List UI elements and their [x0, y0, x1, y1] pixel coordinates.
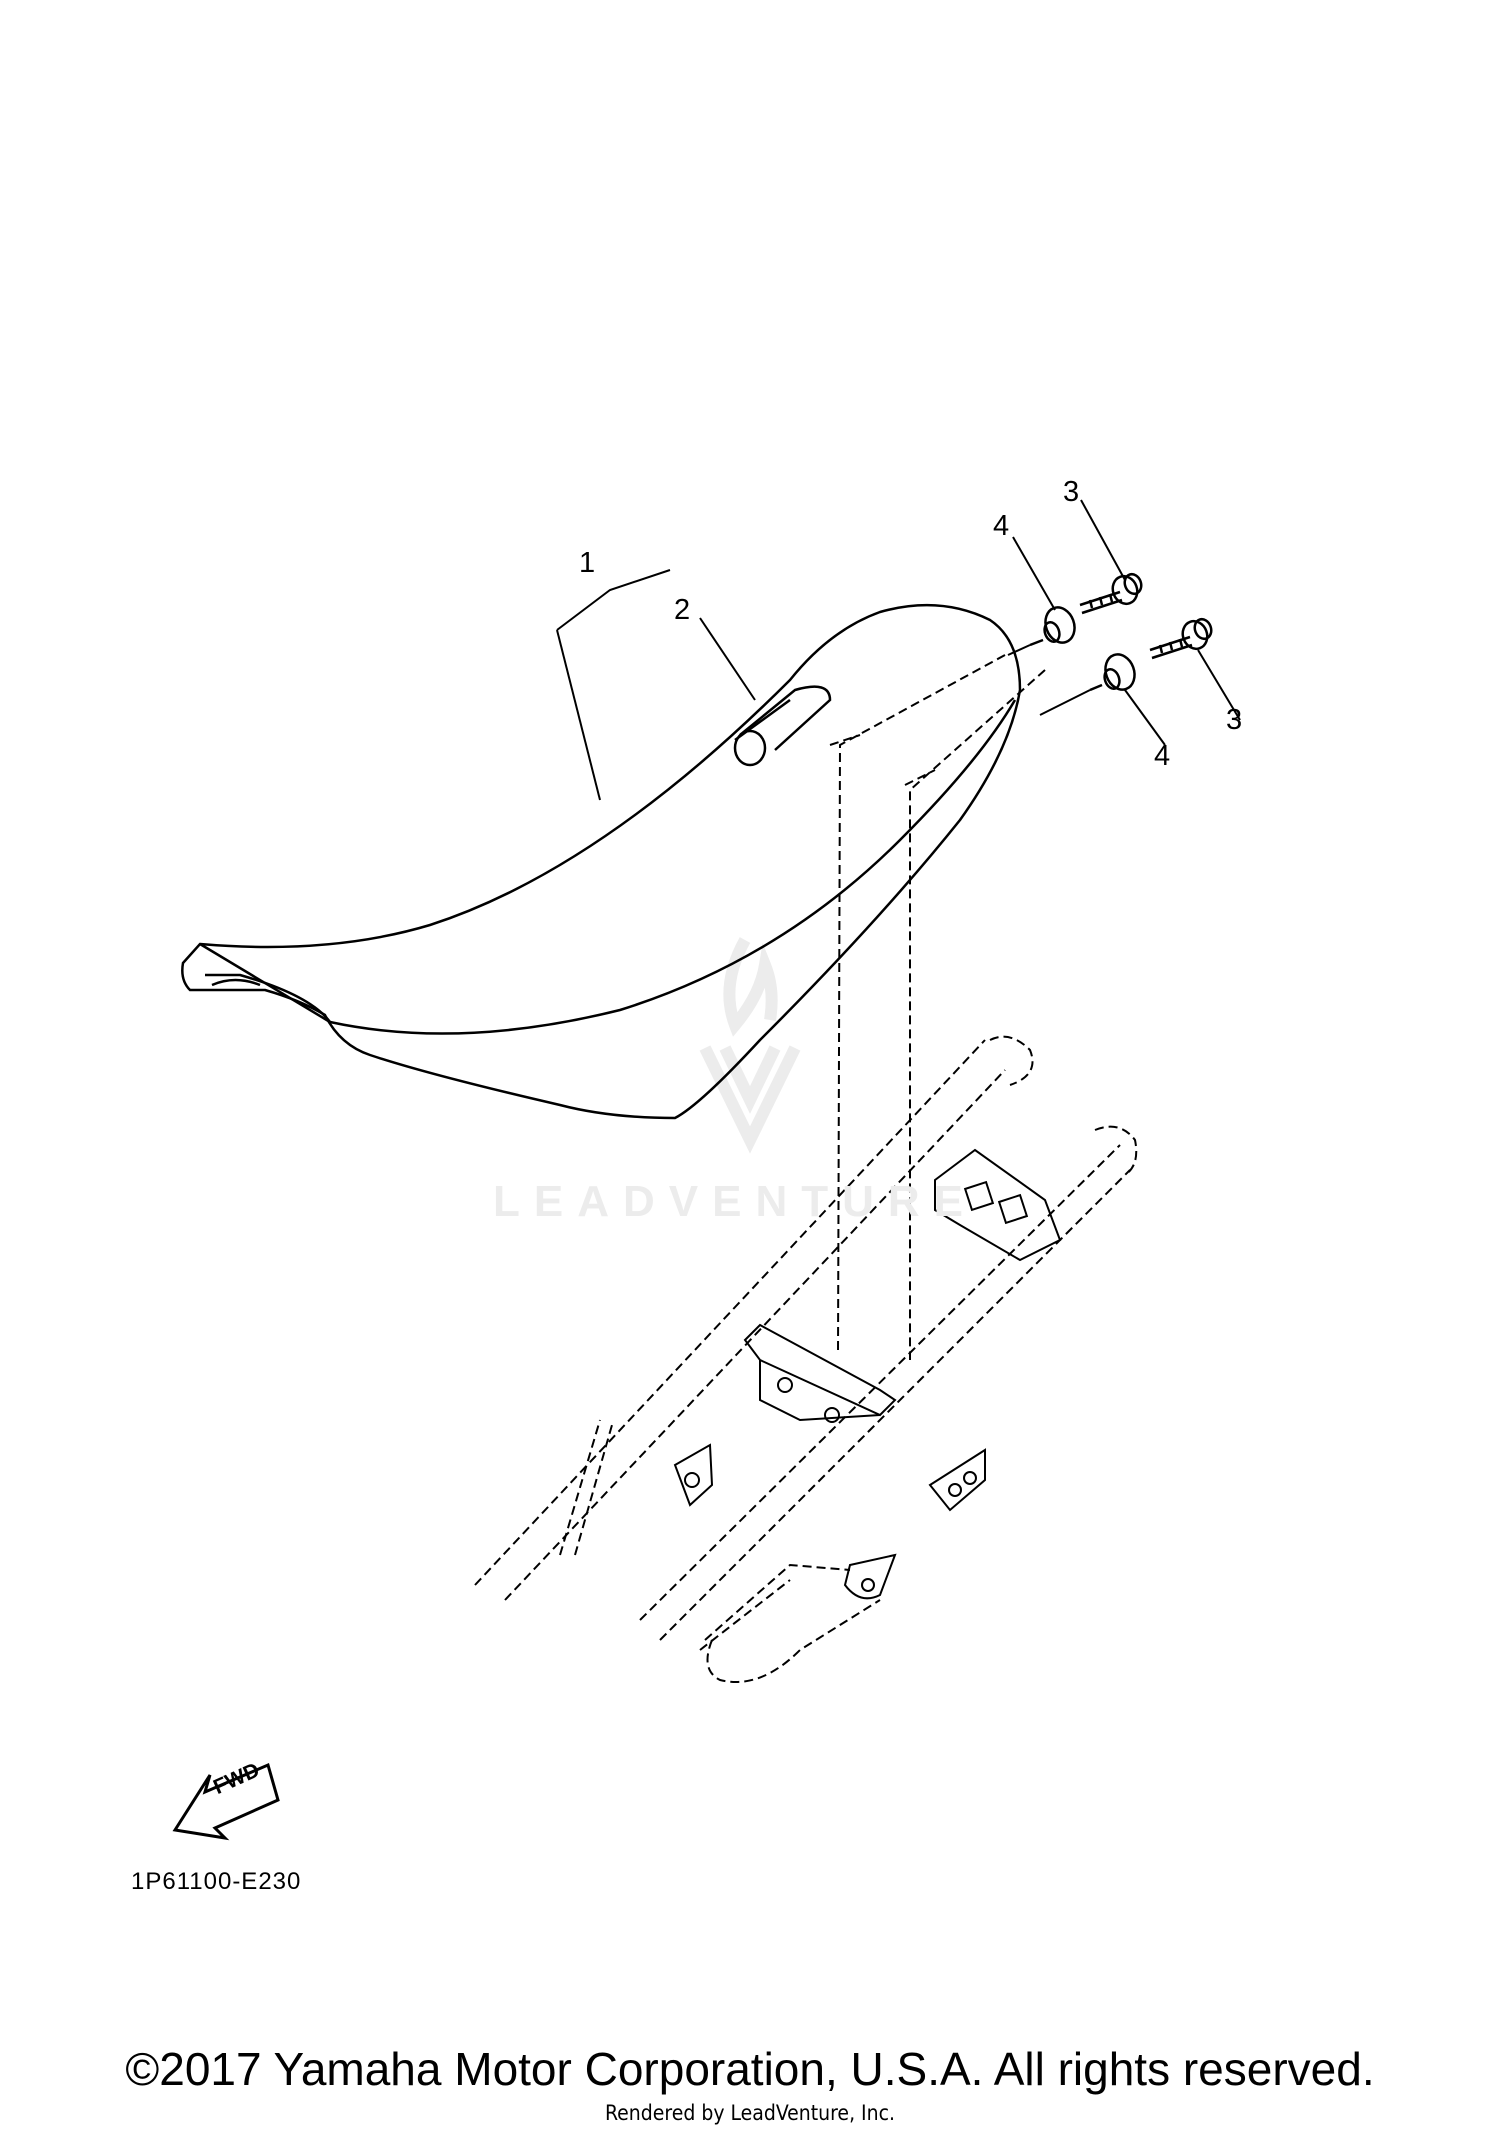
alignment-lines — [829, 654, 1046, 1360]
copyright-notice: ©2017 Yamaha Motor Corporation, U.S.A. A… — [125, 2043, 1375, 2095]
watermark-logo-icon — [699, 937, 801, 1154]
callout-seat-assembly: 1 — [579, 547, 596, 579]
hardware-parts — [1029, 572, 1213, 692]
diagram-code: 1P61100-E230 — [131, 1868, 302, 1895]
callout-seat-strap: 2 — [674, 594, 691, 626]
bolt-lower-icon — [1149, 617, 1213, 660]
callout-bolt-upper: 3 — [1063, 476, 1080, 508]
callout-collar-upper: 4 — [993, 510, 1010, 542]
frame-rails — [474, 1035, 1138, 1683]
rendered-by-notice: Rendered by LeadVenture, Inc. — [605, 2101, 895, 2125]
collar-lower-icon — [1089, 653, 1136, 692]
callout-collar-lower: 4 — [1154, 740, 1171, 772]
callout-bolt-lower: 3 — [1226, 704, 1243, 736]
seat-top-edge — [329, 699, 1017, 1035]
frame-brackets — [673, 1148, 1062, 1600]
watermark-text: LEADVENTURE — [493, 1177, 978, 1226]
seat-outline — [181, 603, 1022, 1120]
seat-strap — [733, 685, 832, 767]
leader-lines — [556, 499, 1241, 801]
fwd-arrow-icon — [172, 1762, 280, 1841]
seat-assembly — [181, 603, 1022, 1120]
bolt-upper-icon — [1079, 572, 1143, 615]
